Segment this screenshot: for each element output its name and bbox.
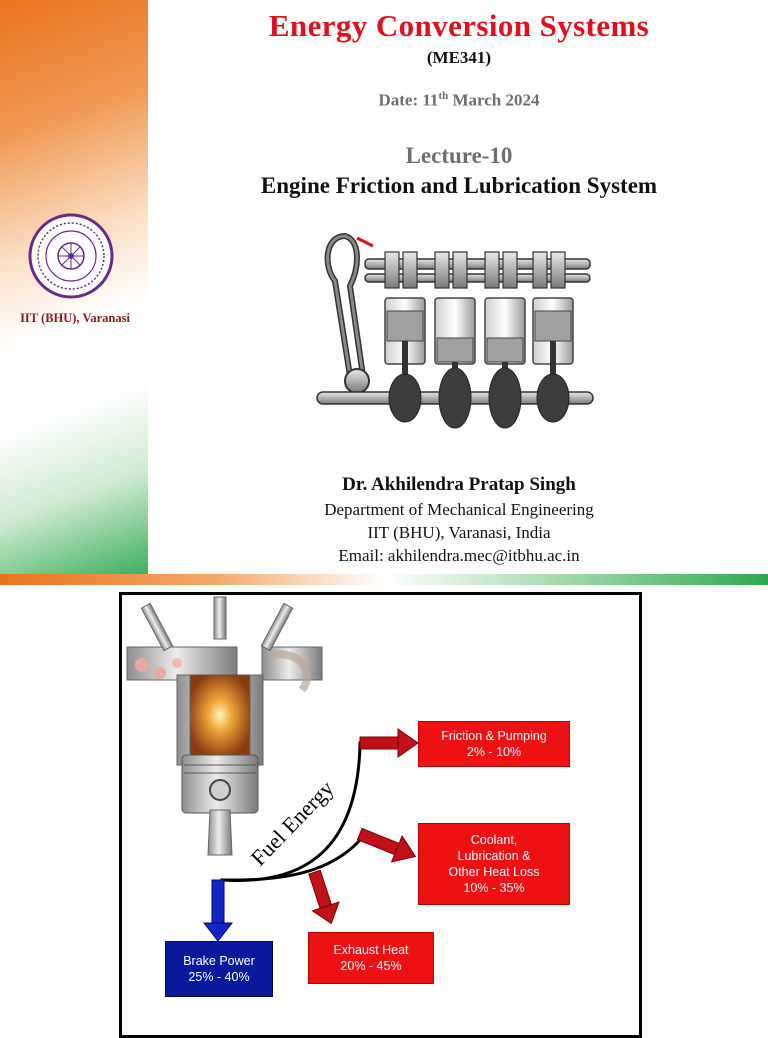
brake-power-box: Brake Power 25% - 40% (165, 941, 273, 997)
friction-arrow (359, 728, 419, 758)
course-title: Energy Conversion Systems (268, 8, 650, 43)
fuel-energy-label: Fuel Energy (246, 776, 339, 871)
energy-flow-diagram: Fuel Energy (126, 596, 419, 942)
friction-pumping-box: Friction & Pumping 2% - 10% (418, 721, 570, 767)
institute-label: IIT (BHU), Varanasi (20, 311, 130, 325)
author-institution: IIT (BHU), Varanasi, India (367, 523, 551, 542)
exhaust-heat-box: Exhaust Heat 20% - 45% (308, 932, 434, 984)
author-name: Dr. Akhilendra Pratap Singh (342, 474, 576, 495)
engine-illustration (316, 232, 594, 429)
energy-balance-diagram: Fuel Energy Friction & Pumping 2% - 10% … (119, 592, 642, 1038)
brake-power-arrow (202, 879, 234, 942)
author-email: Email: akhilendra.mec@itbhu.ac.in (338, 546, 580, 565)
institute-seal-icon (28, 213, 114, 299)
tricolor-stripe (0, 574, 768, 585)
lecture-number: Lecture-10 (405, 143, 513, 168)
course-code: (ME341) (426, 48, 492, 67)
coolant-lubrication-box: Coolant, Lubrication & Other Heat Loss 1… (418, 823, 570, 905)
lecture-date: Date: 11th March 2024 (378, 90, 540, 110)
engine-cylinder-illustration (126, 596, 323, 856)
title-slide: IIT (BHU), Varanasi Energy Conversion Sy… (0, 0, 768, 585)
lecture-subtitle: Engine Friction and Lubrication System (260, 173, 658, 198)
energy-balance-slide: Fuel Energy Friction & Pumping 2% - 10% … (0, 587, 768, 1038)
coolant-arrow (356, 827, 417, 863)
author-department: Department of Mechanical Engineering (324, 500, 594, 519)
exhaust-arrow (308, 869, 340, 925)
